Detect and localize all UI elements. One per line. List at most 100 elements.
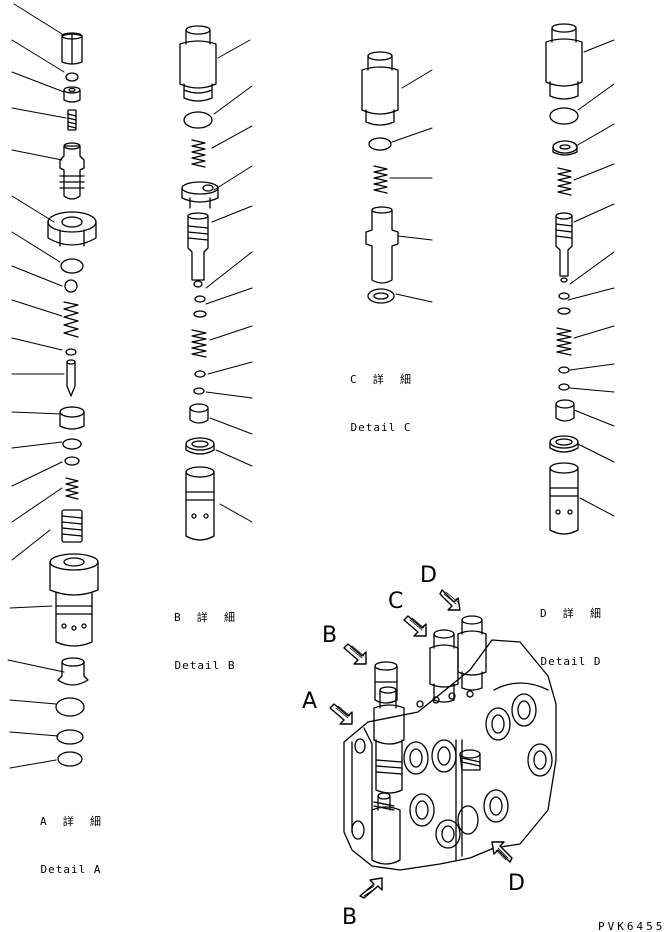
arrow-a-icon (329, 703, 353, 725)
spring-part (373, 165, 388, 194)
caption-detail-a: A 詳 細 Detail A (26, 782, 116, 910)
caption-detail-d-jp: D 詳 細 (539, 607, 603, 620)
arrow-b-top-icon (343, 643, 367, 665)
washer-part (193, 310, 207, 318)
seal-ring-part (367, 288, 395, 304)
caption-detail-b-en: Detail B (174, 659, 236, 672)
o-ring-part (183, 111, 213, 129)
poppet-part (66, 359, 76, 397)
detail-c-leader-lines (389, 69, 433, 303)
spring-part (65, 477, 79, 500)
cap-nut-part (61, 32, 83, 65)
plug-part (59, 142, 85, 200)
arrow-d-bottom-icon (491, 841, 513, 863)
view-letter-a: A (302, 689, 318, 714)
spring-part (191, 329, 207, 358)
port-rings (351, 693, 553, 849)
arrow-c-icon (403, 615, 427, 637)
o-ring-part (368, 137, 392, 151)
ball-part (64, 279, 78, 293)
o-ring-part (64, 456, 80, 466)
o-ring-part (57, 751, 83, 767)
housing-section-line (455, 739, 463, 861)
plug-part (57, 657, 89, 686)
caption-detail-c-jp: C 詳 細 (349, 373, 413, 386)
caption-detail-a-en: Detail A (40, 863, 102, 876)
caption-detail-a-jp: A 詳 細 (39, 815, 103, 828)
caption-detail-b-jp: B 詳 細 (173, 611, 237, 624)
detail-a-exploded-column (7, 3, 99, 769)
o-ring-part (194, 370, 206, 378)
control-valve-assembly (343, 615, 557, 871)
washer-part (557, 307, 571, 315)
installed-valve-d (457, 615, 487, 691)
spring-part (557, 167, 572, 196)
view-letter-c: C (388, 589, 404, 614)
washer-part (558, 383, 570, 391)
o-ring-part (194, 295, 206, 303)
o-ring-part (60, 258, 84, 274)
washer-part (193, 387, 205, 395)
caption-detail-d: D 詳 細 Detail D (526, 574, 616, 702)
housing-face (493, 682, 549, 691)
drawing-code: PVK6455 (598, 920, 666, 932)
poppet-part (555, 399, 575, 422)
arrow-d-top-icon (439, 589, 461, 611)
o-ring-part (65, 72, 79, 82)
seat-ring-part (185, 437, 215, 455)
o-ring-part (55, 697, 85, 717)
o-ring-part (558, 292, 570, 300)
plunger-part (365, 206, 399, 284)
backup-ring-part (56, 729, 84, 745)
housing-bolts (416, 690, 474, 708)
detail-c-exploded-column (361, 51, 433, 304)
installed-valve-b-lower (371, 792, 401, 865)
detail-d-exploded-column (545, 23, 615, 535)
valve-cap-part (545, 23, 583, 100)
lock-nut-part (63, 86, 81, 103)
hex-nut-part (47, 211, 97, 247)
detail-b-leader-lines (205, 39, 253, 523)
detail-b-exploded-column (179, 25, 253, 541)
poppet-part (189, 403, 209, 424)
o-ring-part (549, 107, 579, 125)
flange-part (181, 181, 219, 209)
caption-detail-b: B 詳 細 Detail B (160, 578, 250, 706)
detail-a-leader-lines (7, 3, 67, 769)
valve-cap-part (179, 25, 217, 102)
view-letter-b-bottom: B (342, 905, 358, 930)
washer-part (552, 140, 578, 156)
valve-cap-part (361, 51, 399, 126)
spool-part (555, 212, 573, 283)
seat-part (59, 406, 85, 430)
installed-valve-a (373, 686, 405, 794)
caption-detail-d-en: Detail D (540, 655, 602, 668)
installed-valve-c (429, 629, 459, 703)
spool-part (61, 509, 83, 543)
spring-part (556, 327, 572, 356)
sleeve-part (549, 462, 579, 535)
valve-housing (343, 639, 557, 871)
spring-part (191, 139, 206, 168)
caption-detail-c: C 詳 細 Detail C (336, 340, 426, 468)
view-arrows (329, 589, 513, 899)
backup-ring-part (62, 438, 82, 450)
sleeve-part (185, 466, 215, 541)
seat-ring-part (549, 435, 579, 453)
valve-body-part (49, 553, 99, 647)
detail-d-leader-lines (567, 39, 615, 517)
view-letter-d-top: D (420, 563, 437, 588)
o-ring-part (558, 366, 570, 374)
adjust-screw-part (67, 109, 77, 131)
arrow-b-bottom-icon (359, 877, 383, 899)
installed-valve-d-lower (459, 749, 481, 771)
installed-valve-b (374, 661, 398, 704)
spring-part (63, 301, 79, 338)
spool-part (187, 212, 209, 288)
view-letter-d-bottom: D (508, 871, 525, 896)
view-letter-b-top: B (322, 623, 338, 648)
washer-part (65, 348, 77, 356)
caption-detail-c-en: Detail C (350, 421, 412, 434)
